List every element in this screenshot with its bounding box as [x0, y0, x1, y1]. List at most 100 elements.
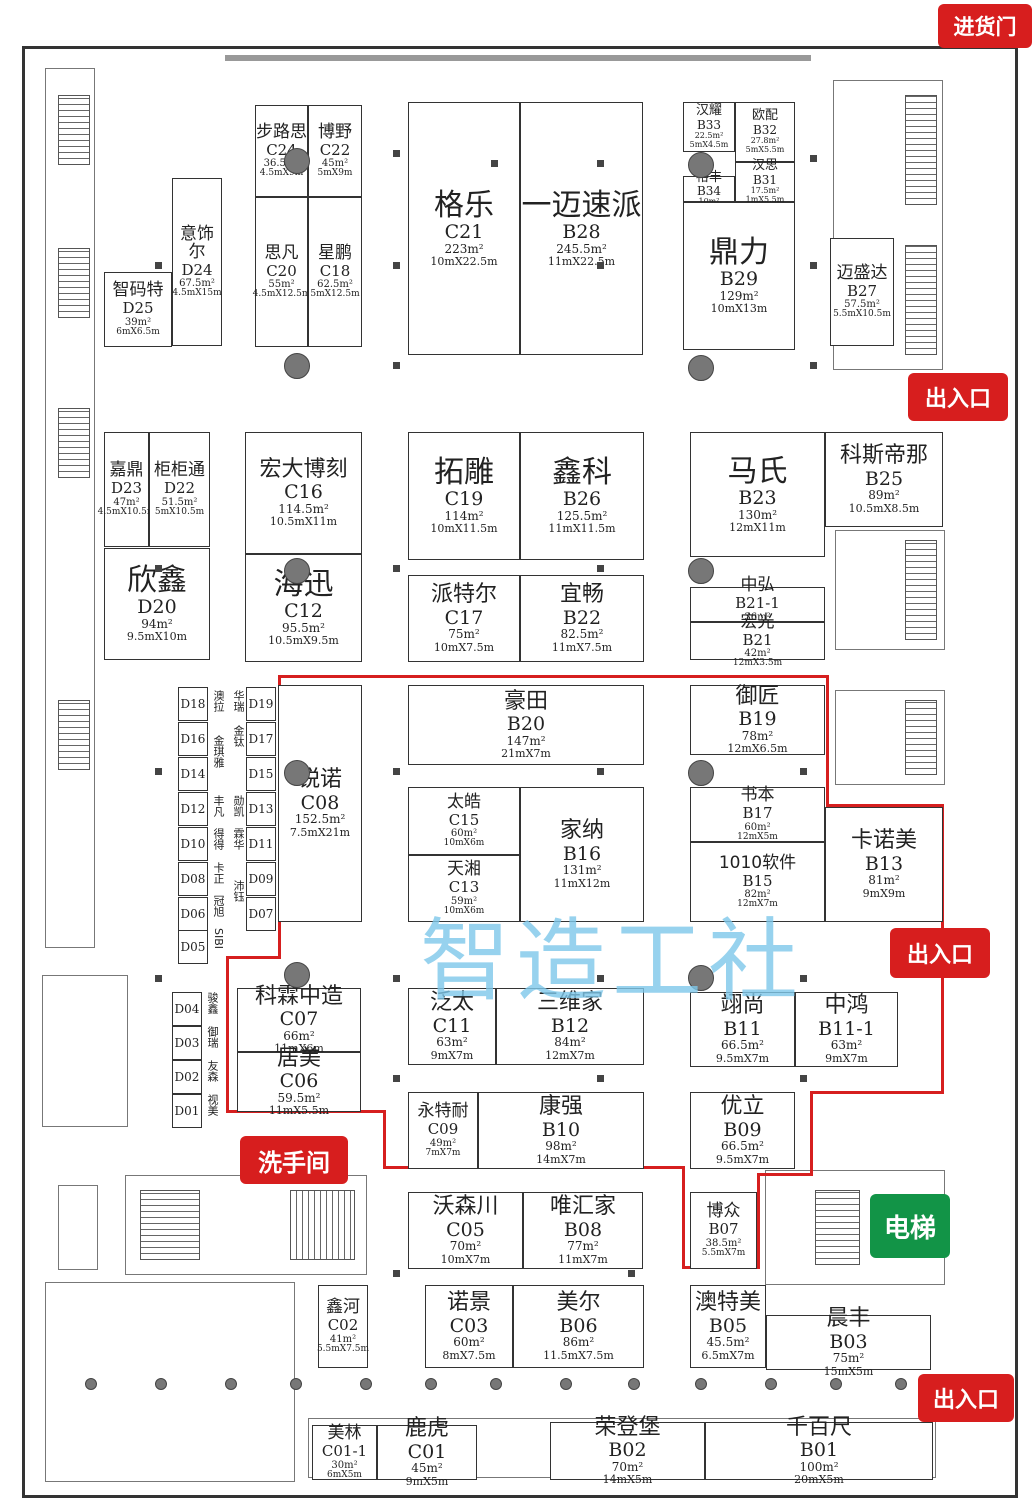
booth-name: 沃森川: [432, 1194, 499, 1220]
post: [597, 1075, 604, 1082]
booth-area: 17.5m²: [750, 185, 780, 195]
booth-d19[interactable]: D19: [246, 687, 276, 721]
booth-code: B13: [864, 852, 904, 875]
booth-d09[interactable]: D09: [246, 862, 276, 896]
booth-d08[interactable]: D08: [178, 862, 208, 896]
post: [393, 565, 400, 572]
booth-code: D22: [163, 479, 196, 498]
booth-code: B11: [723, 1017, 762, 1040]
booth-d03[interactable]: D03: [172, 1026, 202, 1060]
booth-name: 豪田: [503, 688, 548, 714]
post: [393, 362, 400, 369]
booth-code: D23: [110, 479, 143, 498]
booth-d06-name: 冠旭: [212, 895, 225, 917]
booth-d15[interactable]: D15: [246, 757, 276, 791]
booth-d05[interactable]: D05: [178, 930, 208, 964]
booth-dim: 7.5mX21m: [289, 825, 351, 839]
booth-d02[interactable]: D02: [172, 1060, 202, 1094]
booth-d16[interactable]: D16: [178, 722, 208, 756]
booth-name: 康强: [538, 1094, 583, 1120]
booth-d13[interactable]: D13: [246, 792, 276, 826]
booth-area: 27.8m²: [750, 135, 780, 145]
booth-code: C17: [444, 606, 484, 629]
booth-area: 10m²: [699, 198, 720, 207]
booth-d01[interactable]: D01: [172, 1094, 202, 1128]
booth-area: 66.5m²: [721, 1139, 764, 1154]
booth-b34[interactable]: 裕丰B3410m²: [683, 170, 735, 206]
booth-d04[interactable]: D04: [172, 992, 202, 1026]
booth-d10[interactable]: D10: [178, 827, 208, 861]
booth-area: 36.5m²: [263, 158, 300, 170]
booth-area: 60m²: [744, 821, 771, 833]
route-top: [278, 675, 829, 678]
booth-d06[interactable]: D06: [178, 897, 208, 931]
pillar: [85, 1378, 97, 1390]
booth-name: 格乐: [434, 187, 494, 223]
booth-name: 嘉鼎: [109, 460, 144, 481]
booth-d14[interactable]: D14: [178, 757, 208, 791]
booth-d18[interactable]: D18: [178, 687, 208, 721]
booth-code: D20: [137, 596, 177, 619]
booth-d11[interactable]: D11: [246, 827, 276, 861]
booth-name: 星鹏: [318, 242, 352, 263]
booth-area: 147m²: [506, 733, 546, 748]
watermark-text: 智造工社: [420, 909, 804, 1014]
booth-d17[interactable]: D17: [246, 722, 276, 756]
booth-d07[interactable]: D07: [246, 897, 276, 931]
booth-d12[interactable]: D12: [178, 792, 208, 826]
